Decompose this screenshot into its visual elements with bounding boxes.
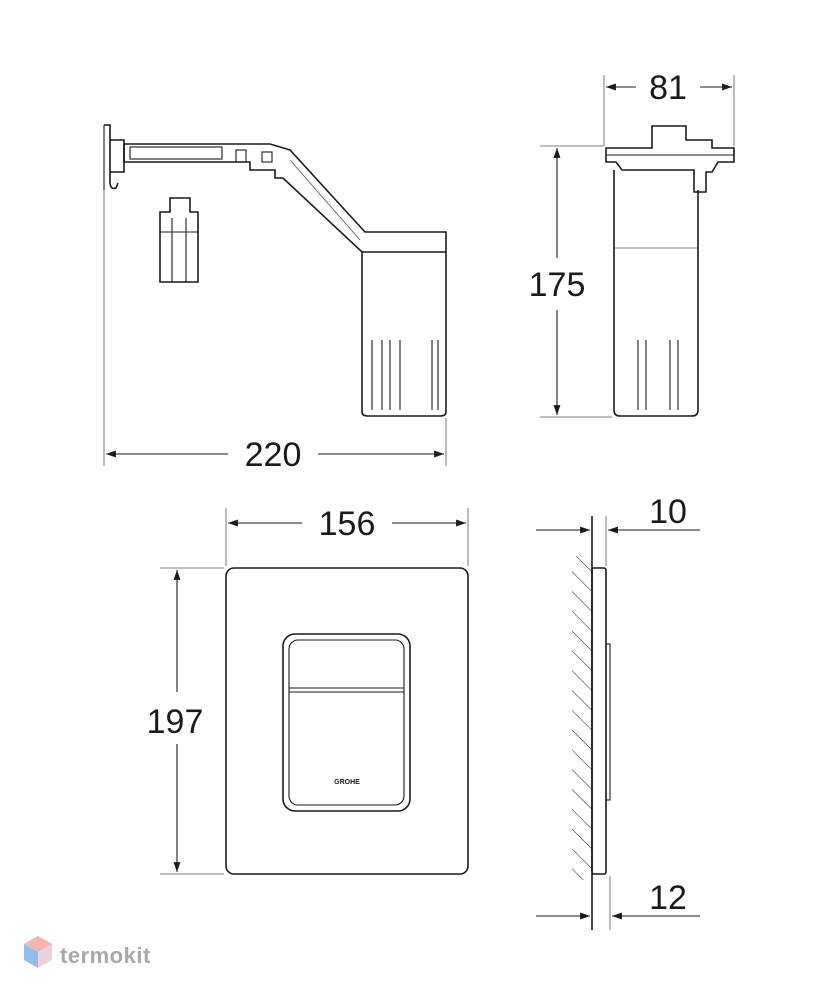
cube-logo-icon [24,936,52,968]
front-view-box [540,75,735,418]
plate-logo: GROHE [334,779,360,786]
dimension-plate-width: 156 [228,505,466,543]
front-view-plate: GROHE [160,508,469,875]
watermark-text: termokit [60,943,151,968]
watermark: termokit [24,936,151,968]
dim-label-10: 10 [649,493,687,531]
dim-label-81: 81 [649,69,687,107]
dimension-bracket-width: 220 [106,436,444,474]
dim-label-156: 156 [319,505,376,543]
side-view-bracket [103,124,447,466]
dim-label-220: 220 [245,436,302,474]
dimension-box-height: 175 [529,148,586,415]
dim-label-197: 197 [147,703,204,741]
dimension-plate-height: 197 [147,570,204,872]
dimension-plate-thickness-top: 10 [536,493,700,534]
dimension-box-depth: 81 [606,69,732,107]
side-view-plate [572,516,611,930]
dimension-plate-thickness-bottom: 12 [536,879,700,920]
dim-label-12: 12 [649,879,687,917]
dim-label-175: 175 [529,266,586,304]
